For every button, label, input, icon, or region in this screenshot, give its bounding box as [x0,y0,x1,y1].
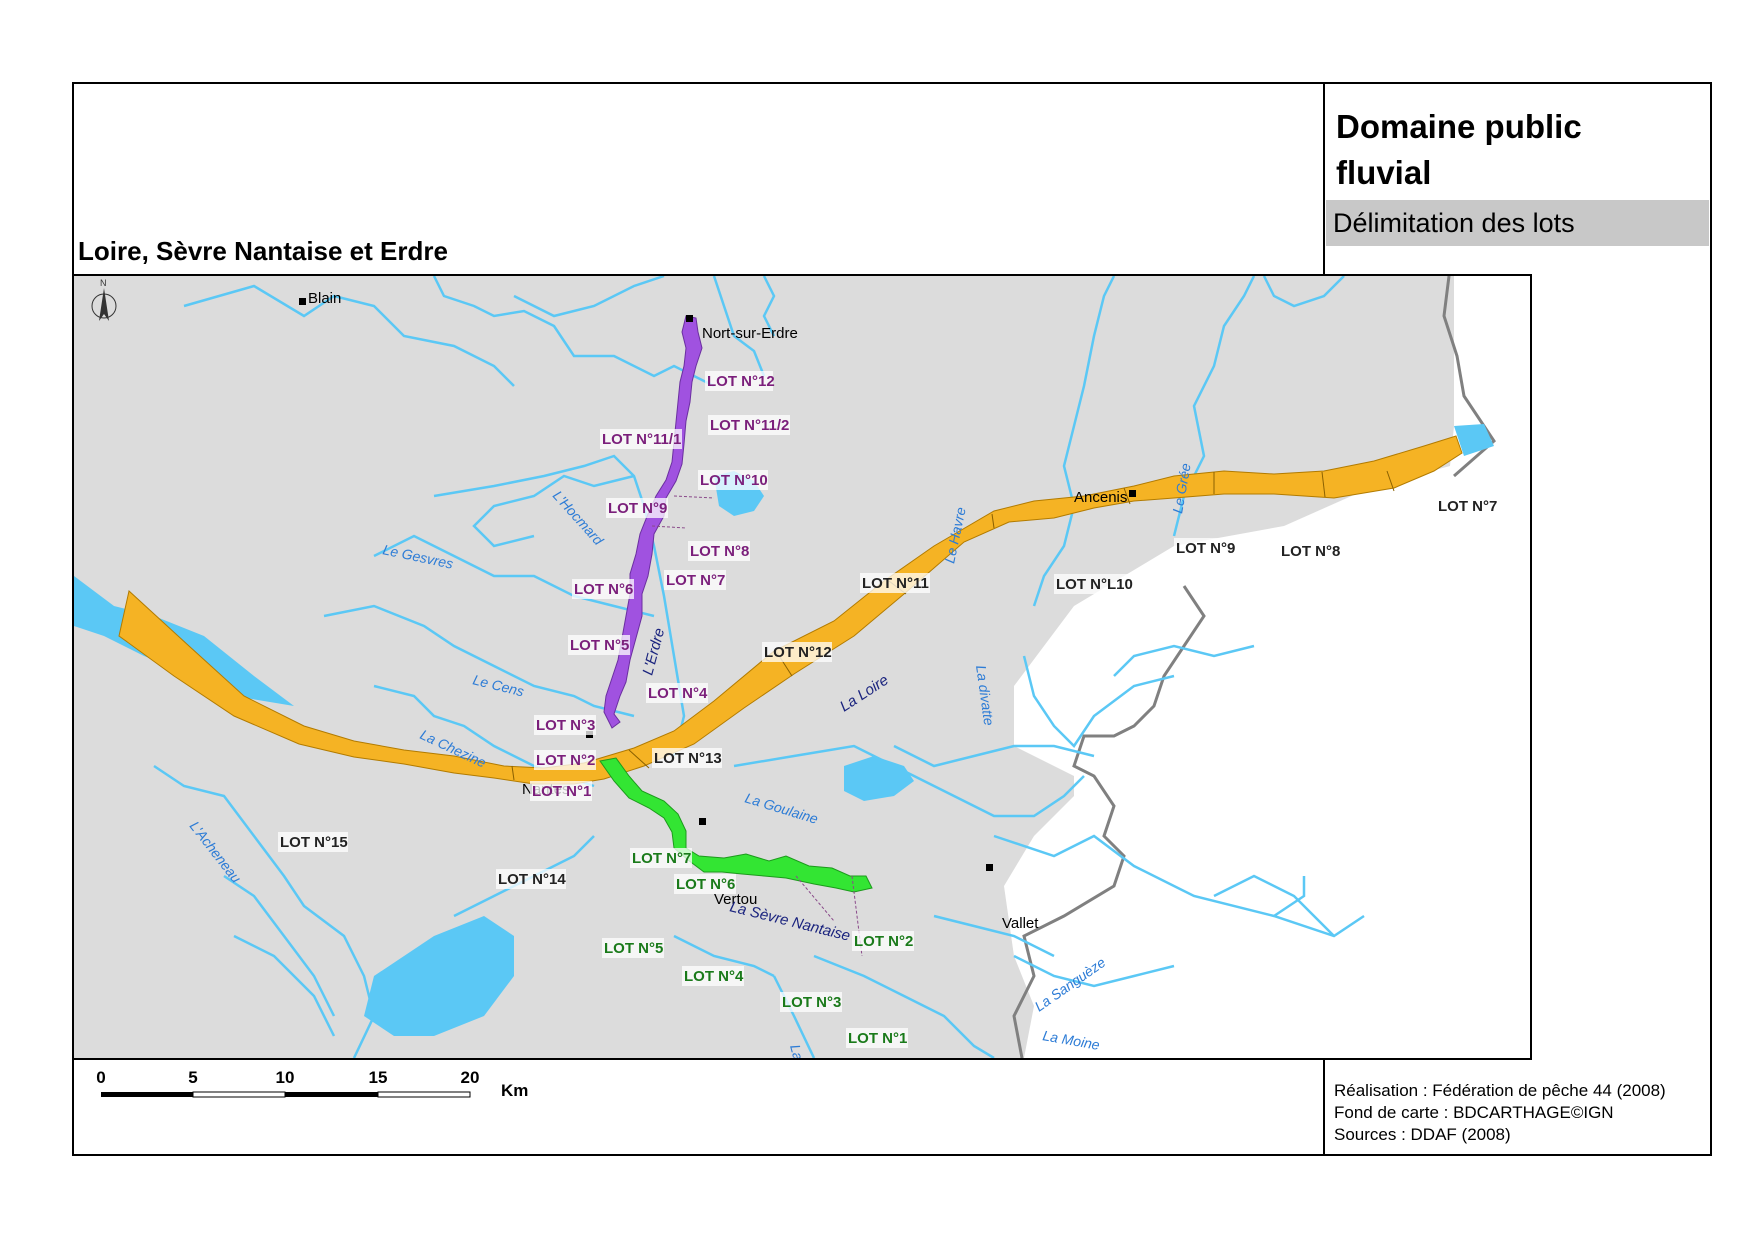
scale-unit: Km [501,1081,529,1100]
erdre-lot-label: LOT N°11/2 [710,417,789,434]
erdre-lot-label: LOT N°3 [536,717,595,734]
erdre-lot-label: LOT N°10 [700,472,768,489]
town-label-blain: Blain [308,290,341,307]
town-label-vallet: Vallet [1002,915,1039,932]
scale-bar [101,1091,471,1098]
subtitle-band [1326,200,1709,246]
sevre-lot-label: LOT N°4 [684,968,744,985]
sevre-lots [599,757,873,893]
main-title: Domaine public fluvial [1336,104,1582,196]
scale-tick-label: 10 [275,1068,295,1087]
svg-text:N: N [100,278,107,288]
erdre-lot-label: LOT N°7 [666,572,725,589]
map-frame: N Blain Nort-sur-Erdre Ancenis Nantes Ve… [72,274,1532,1060]
loire-lot-label: LOT N°13 [654,750,722,767]
lake-grandlieu [364,916,514,1036]
sevre-lot-label: LOT N°2 [854,933,913,950]
sevre-lot-label: LOT N°6 [676,876,735,893]
erdre-lot-label: LOT N°12 [707,373,775,390]
river-label-moine: La Moine [1041,1027,1101,1053]
scale-tick-label: 0 [96,1068,106,1087]
town-label-ancenis: Ancenis [1074,489,1127,506]
credits-divider [1323,1058,1325,1156]
erdre-lot-label: LOT N°4 [648,685,708,702]
town-label-vertou: Vertou [714,891,757,908]
credit-fond-de-carte: Fond de carte : BDCARTHAGE©IGN [1334,1103,1614,1122]
sevre-lot-label: LOT N°1 [848,1030,907,1047]
erdre-lot-label: LOT N°9 [608,500,667,517]
scale-tick-label: 20 [460,1068,480,1087]
credits: Réalisation : Fédération de pêche 44 (20… [1334,1080,1666,1146]
loire-lot-label: LOT N°L10 [1056,576,1133,593]
town-label-nort-sur-erdre: Nort-sur-Erdre [702,325,798,342]
erdre-lot-label: LOT N°6 [574,581,633,598]
loire-lot-label: LOT N°14 [498,871,566,888]
erdre-lot-label: LOT N°1 [532,783,591,800]
loire-lot-label: LOT N°9 [1176,540,1235,557]
erdre-lot-label: LOT N°11/1 [602,431,681,448]
loire-lot-labels: LOT N°7 LOT N°8 LOT N°9 LOT N°L10 LOT N°… [278,496,1498,889]
main-title-line2: fluvial [1336,154,1432,191]
sevre-lot-labels: LOT N°7 LOT N°6 LOT N°5 LOT N°4 LOT N°3 … [602,848,914,1048]
title-divider [1323,82,1325,274]
lake-goulaine [844,756,914,801]
erdre-lot-label: LOT N°8 [690,543,749,560]
erdre-lot-labels: LOT N°12 LOT N°11/2 LOT N°11/1 LOT N°10 … [530,371,790,801]
map-title: Loire, Sèvre Nantaise et Erdre [78,236,448,266]
sevre-lot-label: LOT N°5 [604,940,663,957]
main-title-line1: Domaine public [1336,108,1582,145]
sevre-lot-label: LOT N°7 [632,850,691,867]
credit-sources: Sources : DDAF (2008) [1334,1125,1511,1144]
map-canvas: N Blain Nort-sur-Erdre Ancenis Nantes Ve… [74,276,1498,1058]
erdre-lot-label: LOT N°5 [570,637,629,654]
erdre-lots [603,315,703,729]
credit-realisation: Réalisation : Fédération de pêche 44 (20… [1334,1081,1666,1100]
loire-upstream-water [1454,424,1494,456]
scale-tick-label: 5 [188,1068,198,1087]
north-arrow-icon: N [91,278,117,321]
subtitle: Délimitation des lots [1333,208,1575,238]
sevre-lot-label: LOT N°3 [782,994,841,1011]
loire-lot-label: LOT N°12 [764,644,832,661]
loire-lot-label: LOT N°15 [280,834,348,851]
erdre-lot-label: LOT N°2 [536,752,595,769]
scale-tick-label: 15 [368,1068,388,1087]
loire-lot-label: LOT N°8 [1281,543,1340,560]
loire-lot-label: LOT N°11 [862,575,929,592]
river-label-la: La [787,1043,807,1058]
loire-lot-label: LOT N°7 [1438,498,1497,515]
